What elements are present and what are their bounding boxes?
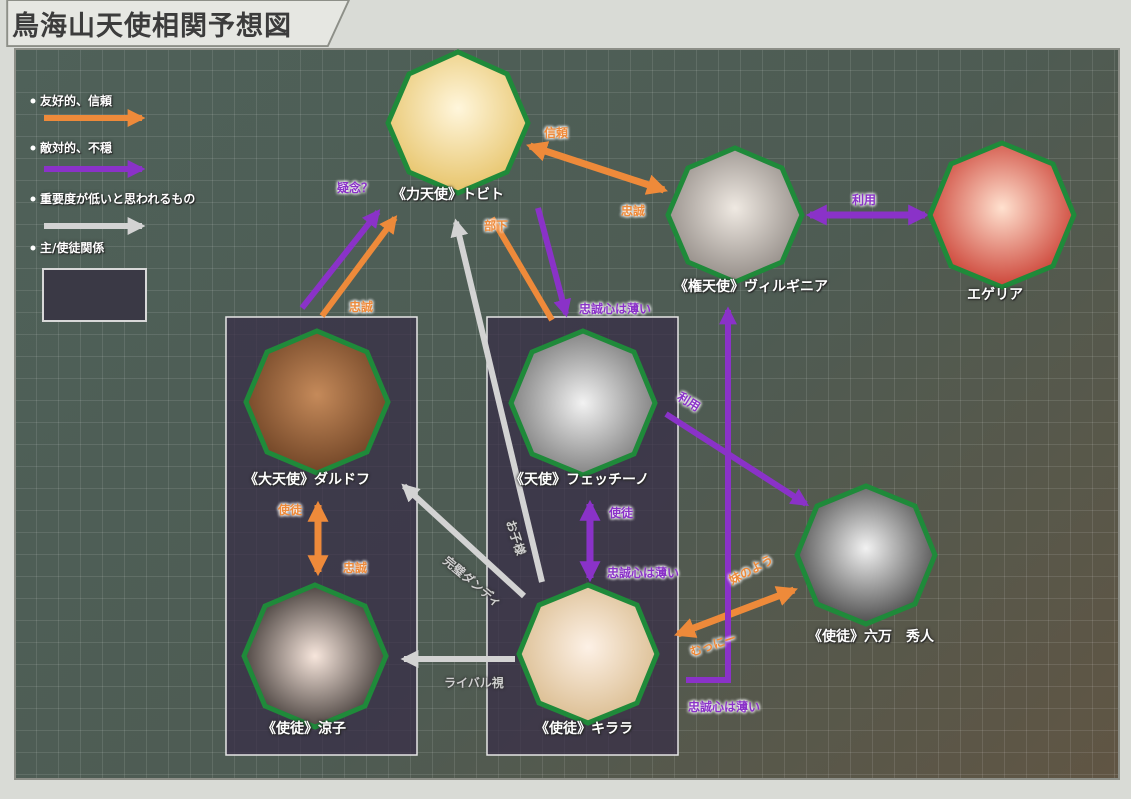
label-tobit: 《力天使》トビト [392,187,504,203]
edge-label-ginen: 疑念？ [337,181,374,195]
label-virginia: 《権天使》ヴィルギニア [674,279,828,295]
label-kirara: 《使徒》キララ [535,721,633,737]
edge-label-buka: 部下 [484,219,509,233]
label-rokuman: 《使徒》六万 秀人 [808,629,934,645]
edge-label-shito-fetchino: 使徒 [609,506,634,520]
page-title: 鳥海山天使相関予想図 [12,11,292,42]
portrait-rokuman [794,483,938,627]
legend-swatches [30,98,147,322]
legend-hostile: 敵対的、不穏 [40,141,113,155]
arrows [299,141,930,683]
portrait-fetchino [508,328,658,478]
portrait-kirara [516,582,660,726]
portrait-ryoko [241,582,389,730]
label-dardolf: 《大天使》ダルドフ [244,472,370,488]
portrait-dardolf [243,328,391,476]
portrait-virginia [665,145,805,285]
edge-label-chusei-virginia: 忠誠 [621,204,646,218]
portrait-egeria [927,140,1077,290]
label-ryoko: 《使徒》涼子 [262,721,346,737]
legend-minor: 重要度が低いと思われるもの [40,192,196,206]
edge-label-riyo-egeria: 利用 [852,193,877,207]
legend-master: 主/使徒関係 [40,241,105,255]
label-fetchino: 《天使》フェッチーノ [510,472,650,488]
edge-label-shinrai: 信頼 [544,126,569,140]
portraits [241,49,1077,730]
label-egeria: エゲリア [967,287,1023,303]
edge-label-usui-fetchino: 忠誠心は薄い [579,302,652,316]
edge-label-shito-dardolf: 使徒 [278,503,303,517]
portrait-tobit [385,49,531,196]
edge-label-usui-virginia: 忠誠心は薄い [688,700,761,714]
edge-label-chusei-ryoko: 忠誠 [343,561,368,575]
edge-label-chusei-dardolf: 忠誠 [349,300,374,314]
title-tab [6,0,351,48]
edge-label-rival: ライバル視 [444,676,504,690]
edge-label-usui-kirara: 忠誠心は薄い [607,566,680,580]
legend-friendly: 友好的、信頼 [40,94,113,108]
